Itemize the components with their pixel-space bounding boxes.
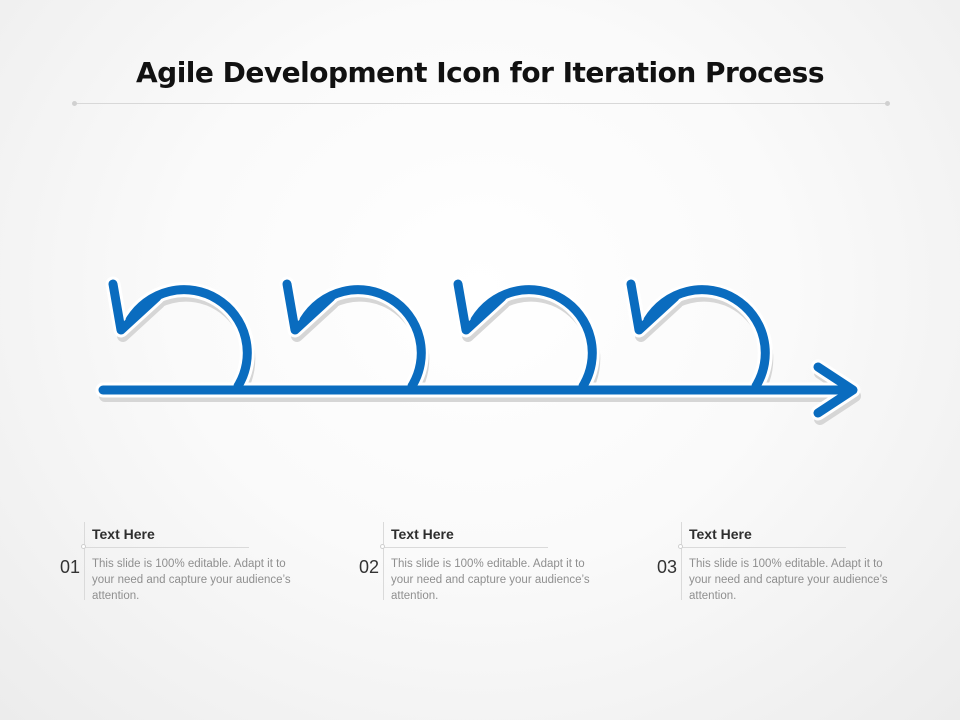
divider-dot-left <box>72 101 77 106</box>
step-item-3: 03 Text Here This slide is 100% editable… <box>654 520 914 604</box>
step-node-dot <box>380 544 385 549</box>
page-title: Agile Development Icon for Iteration Pro… <box>135 56 825 89</box>
step-description: This slide is 100% editable. Adapt it to… <box>92 558 291 602</box>
step-horizontal-line <box>383 547 548 548</box>
forward-arrow <box>103 367 853 413</box>
step-number: 02 <box>358 557 380 577</box>
step-description: This slide is 100% editable. Adapt it to… <box>391 558 590 602</box>
step-heading: Text Here <box>391 526 454 542</box>
step-node-dot <box>81 544 86 549</box>
step-horizontal-line <box>84 547 249 548</box>
step-heading: Text Here <box>689 526 752 542</box>
divider-dot-right <box>885 101 890 106</box>
step-number: 03 <box>656 557 678 577</box>
step-heading: Text Here <box>92 526 155 542</box>
step-number: 01 <box>59 557 81 577</box>
step-description: This slide is 100% editable. Adapt it to… <box>689 558 888 602</box>
step-horizontal-line <box>681 547 846 548</box>
step-item-1: 01 Text Here This slide is 100% editable… <box>57 520 317 604</box>
step-vertical-line <box>383 522 384 600</box>
step-vertical-line <box>84 522 85 600</box>
step-vertical-line <box>681 522 682 600</box>
step-node-dot <box>678 544 683 549</box>
title-divider <box>72 101 890 106</box>
step-item-2: 02 Text Here This slide is 100% editable… <box>356 520 616 604</box>
